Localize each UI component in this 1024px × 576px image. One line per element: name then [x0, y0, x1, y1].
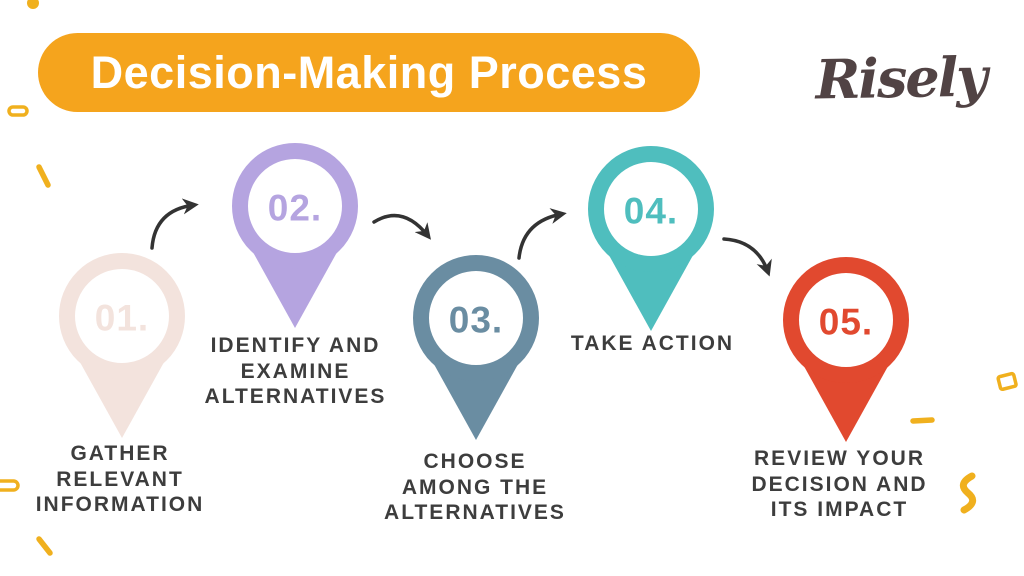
pin-ring-icon [588, 146, 714, 272]
step-2-label: IDENTIFY AND EXAMINE ALTERNATIVES [204, 334, 387, 409]
step-3-label: CHOOSE AMONG THE ALTERNATIVES [384, 450, 566, 525]
pin-step-2: 02. [220, 136, 370, 336]
pin-step-1: 01. [47, 246, 197, 446]
pin-ring-icon [413, 255, 539, 381]
step-number: 01. [95, 298, 149, 339]
step-number: 02. [268, 188, 322, 229]
step-number: 03. [449, 300, 503, 341]
pin-step-3: 03. [401, 248, 551, 448]
pin-ring-icon [232, 143, 358, 269]
pin-step-5: 05. [771, 250, 921, 450]
arrow-2-3-icon [372, 213, 431, 240]
pin-ring-icon [783, 257, 909, 383]
risely-logo: Risely [814, 44, 987, 112]
confetti-slash-icon [36, 164, 51, 188]
step-1-label: GATHER RELEVANT INFORMATION [35, 442, 205, 517]
arrow-1-2-icon [150, 198, 199, 250]
arrow-4-5-icon [722, 237, 772, 277]
confetti-square-icon [996, 371, 1018, 392]
step-4-label: TAKE ACTION [570, 332, 735, 355]
pin-ring-icon [59, 253, 185, 379]
pin-step-4: 04. [576, 139, 726, 339]
step-number: 05. [819, 302, 873, 343]
step-number: 04. [624, 191, 678, 232]
step-5-label: REVIEW YOUR DECISION AND ITS IMPACT [751, 447, 928, 522]
confetti-pill-icon [7, 105, 29, 117]
confetti-dot-icon [27, 0, 39, 9]
page-title: Decision-Making Process [90, 46, 648, 98]
confetti-slash-icon [36, 536, 53, 556]
title-banner: Decision-Making Process [38, 33, 700, 112]
confetti-squiggle-icon [959, 472, 977, 514]
